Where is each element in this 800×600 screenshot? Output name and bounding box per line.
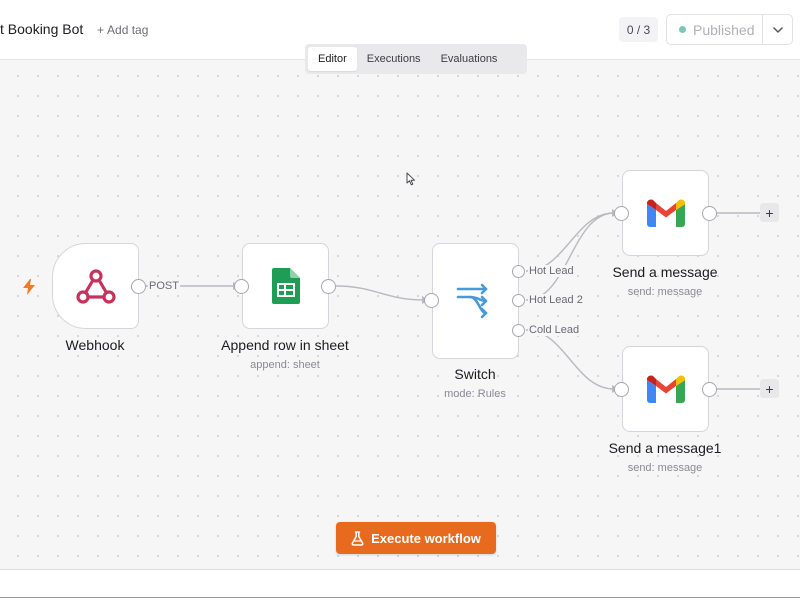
status-dot-icon (679, 26, 686, 33)
add-tag-label: Add tag (107, 23, 149, 37)
node-append-row[interactable] (242, 243, 329, 329)
input-handle[interactable] (614, 206, 629, 221)
edge-coldlead-to-msg2 (525, 329, 615, 390)
trigger-bolt-icon (23, 279, 35, 295)
add-node-plus-icon[interactable]: + (760, 203, 779, 222)
publish-dropdown[interactable]: Published (666, 14, 793, 45)
node-title-switch: Switch (454, 366, 496, 382)
bottom-panel-bar (0, 569, 800, 600)
node-send-message[interactable] (622, 170, 709, 256)
output-handle-hot-lead[interactable] (512, 265, 525, 278)
input-handle[interactable] (424, 293, 439, 308)
plus-icon: + (97, 23, 105, 37)
node-webhook[interactable] (52, 243, 139, 329)
divider (0, 597, 800, 598)
edge-sheet-to-switch (335, 285, 425, 301)
node-title-send-message1: Send a message1 (608, 440, 722, 456)
gmail-icon (646, 199, 685, 227)
workflow-name[interactable]: t Booking Bot (0, 21, 84, 37)
output-handle-cold-lead[interactable] (512, 324, 525, 337)
webhook-icon (75, 269, 116, 304)
output-label-cold-lead: Cold Lead (528, 324, 581, 336)
input-handle[interactable] (234, 279, 249, 294)
output-handle[interactable] (702, 206, 717, 221)
view-tabs: Editor Executions Evaluations (305, 44, 527, 74)
flask-icon (351, 530, 364, 546)
gmail-icon (646, 375, 685, 403)
node-switch[interactable] (432, 243, 519, 359)
execute-workflow-label: Execute workflow (371, 530, 481, 546)
edge-hotlead-to-msg1 (525, 212, 615, 272)
chevron-down-icon[interactable] (763, 15, 792, 44)
switch-icon (456, 283, 487, 319)
publish-status-label[interactable]: Published (693, 21, 755, 38)
node-title-webhook: Webhook (65, 337, 125, 353)
mouse-cursor-icon (406, 172, 415, 186)
output-label-hot-lead: Hot Lead (528, 265, 575, 277)
output-handle[interactable] (131, 279, 146, 294)
version-counter: 0 / 3 (619, 17, 658, 42)
google-sheets-icon (271, 268, 300, 304)
node-title-append-row: Append row in sheet (221, 337, 349, 353)
tab-editor[interactable]: Editor (308, 47, 357, 71)
tab-evaluations[interactable]: Evaluations (440, 53, 498, 65)
node-subtitle-switch: mode: Rules (444, 388, 506, 400)
node-subtitle-append-row: append: sheet (250, 359, 320, 371)
output-handle[interactable] (702, 382, 717, 397)
execute-workflow-button[interactable]: Execute workflow (336, 522, 496, 554)
divider (762, 14, 763, 45)
output-label-hot-lead-2: Hot Lead 2 (528, 294, 584, 306)
node-send-message1[interactable] (622, 346, 709, 432)
edge-label-post: POST (148, 280, 180, 292)
edge-hotlead2-to-msg1 (525, 212, 615, 301)
add-tag-button[interactable]: +Add tag (97, 23, 148, 37)
tab-executions[interactable]: Executions (366, 53, 421, 65)
node-subtitle-send-message1: send: message (627, 462, 703, 474)
add-node-plus-icon[interactable]: + (760, 379, 779, 398)
input-handle[interactable] (614, 382, 629, 397)
node-title-send-message: Send a message (612, 264, 718, 280)
output-handle[interactable] (321, 279, 336, 294)
node-subtitle-send-message: send: message (627, 286, 703, 298)
output-handle-hot-lead-2[interactable] (512, 294, 525, 307)
